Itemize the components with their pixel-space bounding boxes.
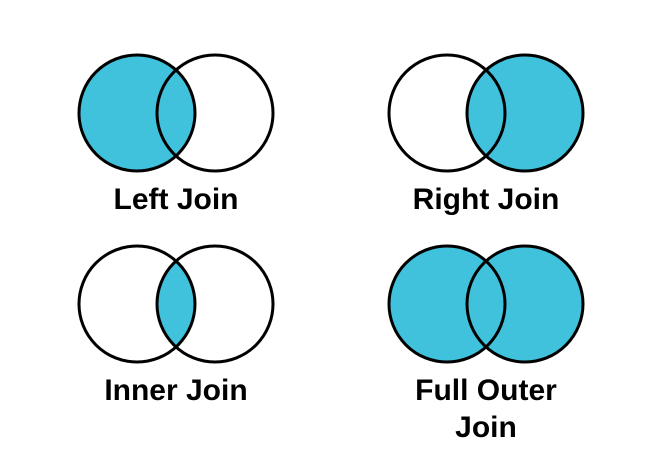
diagram-full-outer-join: Full Outer Join <box>386 242 586 446</box>
left-join-venn-icon <box>77 53 275 173</box>
diagram-inner-join: Inner Join <box>76 242 276 409</box>
diagram-label: Right Join <box>412 183 560 216</box>
full-outer-join-venn-icon <box>387 244 585 364</box>
right-join-venn-icon <box>387 53 585 173</box>
diagram-label: Left Join <box>113 183 239 216</box>
diagram-label: Inner Join <box>104 374 248 407</box>
inner-join-venn-icon <box>77 244 275 364</box>
diagram-label: Full Outer Join <box>415 374 557 444</box>
diagram-left-join: Left Join <box>76 51 276 218</box>
diagram-right-join: Right Join <box>386 51 586 218</box>
